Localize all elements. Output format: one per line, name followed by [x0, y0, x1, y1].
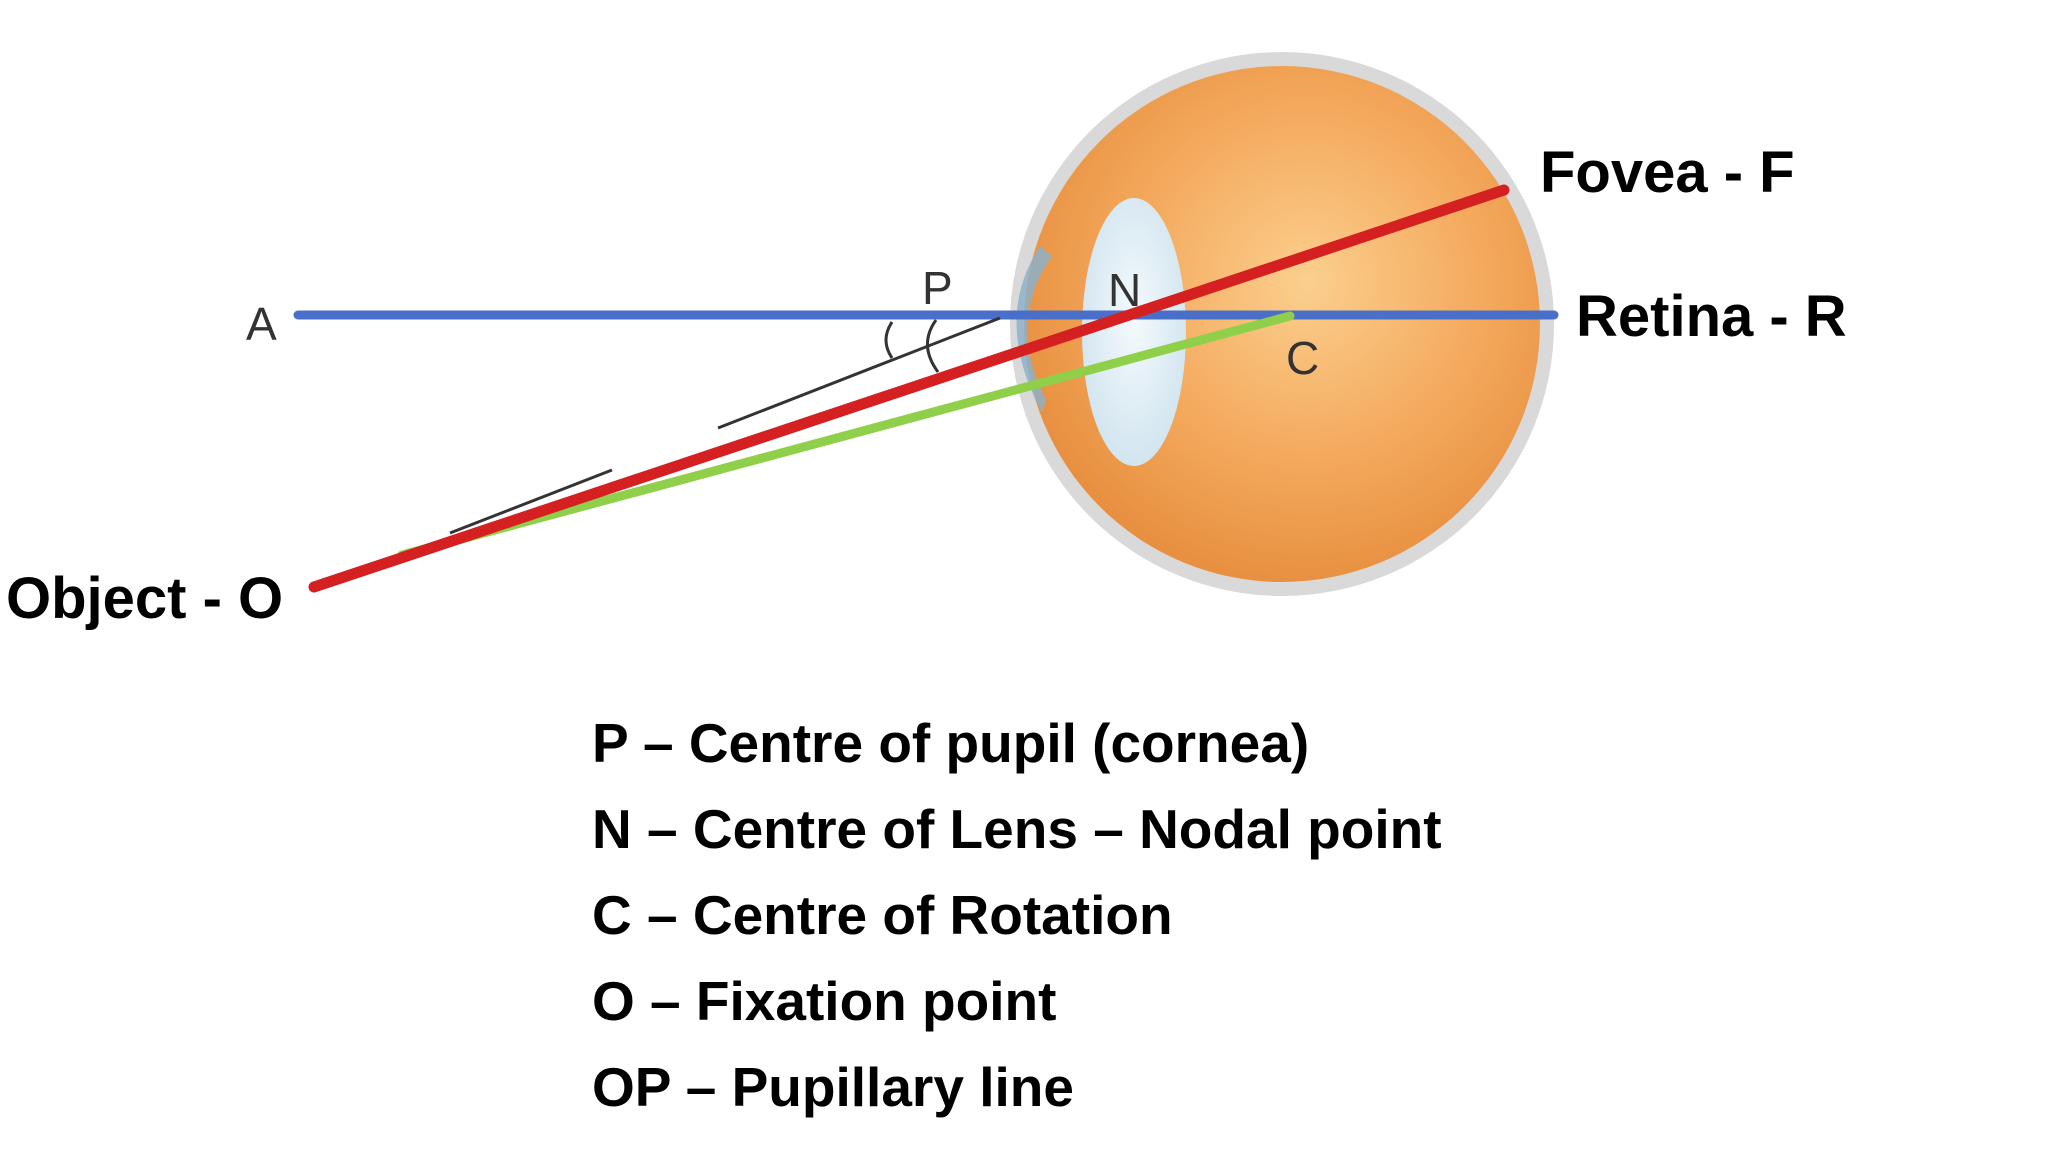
legend-item-p: P – Centre of pupil (cornea): [592, 712, 1310, 774]
legend-item-o: O – Fixation point: [592, 970, 1057, 1032]
legend-item-op: OP – Pupillary line: [592, 1056, 1074, 1118]
point-label-c: C: [1286, 332, 1319, 384]
point-label-n: N: [1108, 264, 1141, 316]
pupillary-line: [717, 316, 1001, 430]
legend-item-c: C – Centre of Rotation: [592, 884, 1173, 946]
object-label: Object - O: [6, 566, 283, 631]
eyeball: [1010, 52, 1554, 596]
retina-label: Retina - R: [1576, 284, 1847, 349]
fixation-line: [397, 311, 1295, 560]
visual-axis-line: [308, 184, 1510, 593]
legend-item-n: N – Centre of Lens – Nodal point: [592, 798, 1442, 860]
cornea: [1016, 246, 1052, 412]
legend: P – Centre of pupil (cornea) N – Centre …: [592, 700, 1692, 1130]
pupillary-line-extension: [449, 468, 613, 535]
point-label-p: P: [922, 262, 953, 314]
angle-arc-outer: [926, 319, 940, 373]
fovea-label: Fovea - F: [1540, 140, 1795, 205]
point-label-a: A: [246, 298, 277, 350]
lens: [1082, 198, 1186, 466]
angle-arc-inner: [884, 321, 894, 359]
